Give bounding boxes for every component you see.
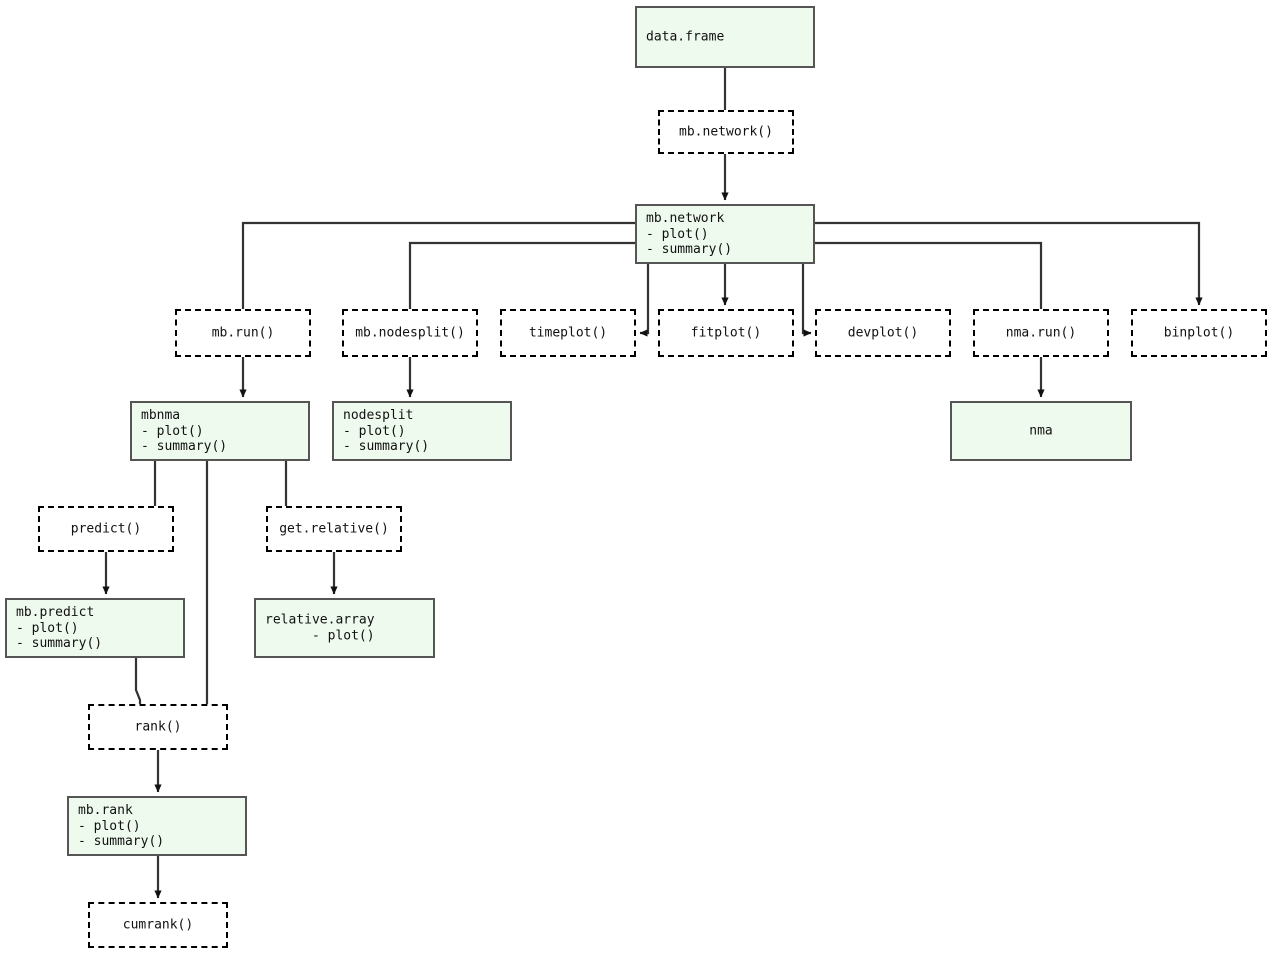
node-data-frame[interactable]: data.frame: [635, 6, 815, 68]
node-nodesplit-object[interactable]: nodesplit - plot() - summary(): [332, 401, 512, 461]
edge-mbnetworkobj-to-mbrun: [241, 221, 635, 309]
node-timeplot-function-label: timeplot(): [528, 325, 608, 341]
node-get-relative-function-label: get.relative(): [279, 521, 389, 537]
node-cumrank-function[interactable]: cumrank(): [88, 902, 228, 948]
node-devplot-function[interactable]: devplot(): [815, 309, 951, 357]
edge-mbnetworkobj-to-devplot: [801, 264, 812, 337]
node-timeplot-function[interactable]: timeplot(): [500, 309, 636, 357]
edge-mbnetworkobj-to-binplot: [815, 221, 1203, 306]
node-devplot-function-label: devplot(): [847, 325, 919, 341]
edge-mbnetworkobj-to-timeplot: [639, 264, 650, 337]
node-nma-object[interactable]: nma: [950, 401, 1132, 461]
node-nma-run-function-label: nma.run(): [1005, 325, 1077, 341]
node-mb-predict-object[interactable]: mb.predict - plot() - summary(): [5, 598, 185, 658]
node-nma-run-function[interactable]: nma.run(): [973, 309, 1109, 357]
node-mbnma-object[interactable]: mbnma - plot() - summary(): [130, 401, 310, 461]
node-data-frame-label: data.frame: [646, 29, 725, 45]
node-nodesplit-object-label: nodesplit - plot() - summary(): [343, 407, 430, 454]
node-fitplot-function[interactable]: fitplot(): [658, 309, 794, 357]
edge-mbpredict-to-rank: [134, 658, 142, 704]
node-predict-function-label: predict(): [70, 521, 142, 537]
node-binplot-function-label: binplot(): [1163, 325, 1235, 341]
edge-mbnetworkobj-to-mbnodesplit: [408, 241, 635, 309]
node-fitplot-function-label: fitplot(): [690, 325, 762, 341]
node-mb-run-function[interactable]: mb.run(): [175, 309, 311, 357]
node-mb-network-object-label: mb.network - plot() - summary(): [646, 210, 733, 257]
node-mb-rank-object[interactable]: mb.rank - plot() - summary(): [67, 796, 247, 856]
node-get-relative-function[interactable]: get.relative(): [266, 506, 402, 552]
node-binplot-function[interactable]: binplot(): [1131, 309, 1267, 357]
node-mb-rank-object-label: mb.rank - plot() - summary(): [78, 802, 165, 849]
node-relative-array-object[interactable]: relative.array - plot(): [254, 598, 435, 658]
node-relative-array-object-label: relative.array - plot(): [265, 612, 375, 644]
node-mb-network-function[interactable]: mb.network(): [658, 110, 794, 154]
node-rank-function-label: rank(): [134, 719, 182, 735]
node-mb-network-object[interactable]: mb.network - plot() - summary(): [635, 204, 815, 264]
node-rank-function[interactable]: rank(): [88, 704, 228, 750]
node-mb-run-function-label: mb.run(): [211, 325, 275, 341]
node-mb-predict-object-label: mb.predict - plot() - summary(): [16, 604, 103, 651]
edge-mbnetworkobj-to-nmarun: [815, 241, 1043, 309]
node-mb-nodesplit-function[interactable]: mb.nodesplit(): [342, 309, 478, 357]
node-cumrank-function-label: cumrank(): [122, 917, 194, 933]
node-predict-function[interactable]: predict(): [38, 506, 174, 552]
node-mb-network-function-label: mb.network(): [679, 124, 773, 140]
node-nma-object-label: nma: [1029, 423, 1053, 439]
node-mb-nodesplit-function-label: mb.nodesplit(): [355, 325, 465, 341]
node-mbnma-object-label: mbnma - plot() - summary(): [141, 407, 228, 454]
